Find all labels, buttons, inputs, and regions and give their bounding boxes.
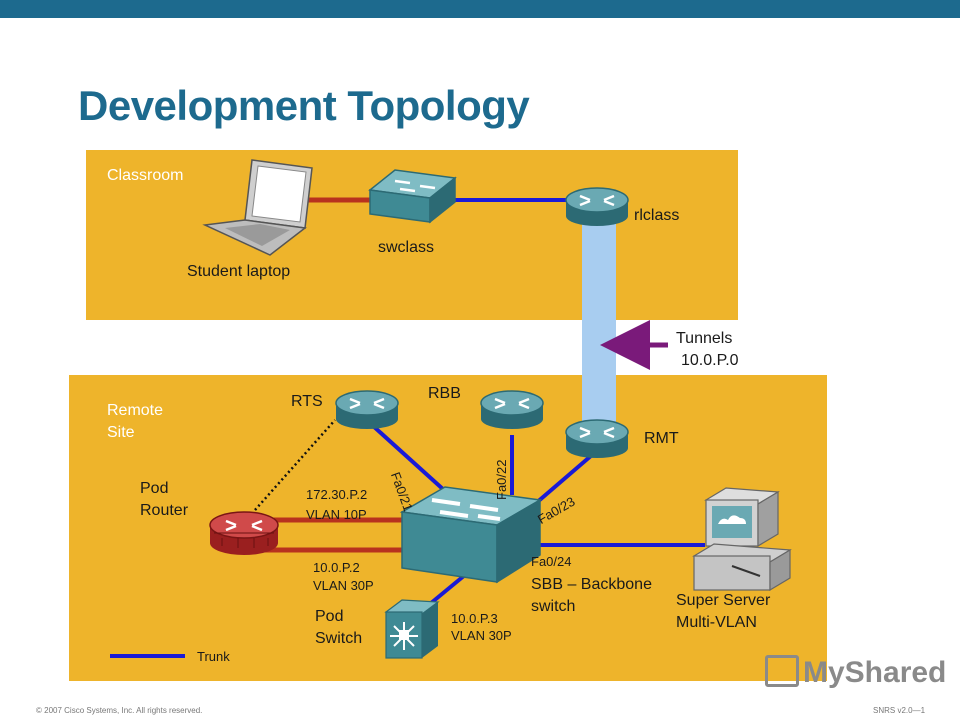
remote-site-label-line1: Remote	[107, 402, 164, 419]
vlan30-name-label: VLAN 30P	[313, 578, 374, 593]
pod-switch-label-line2: Switch	[315, 630, 363, 647]
tunnels-network-label: 10.0.P.0	[681, 352, 739, 369]
rmt-label: RMT	[644, 430, 679, 447]
top-bar	[0, 0, 960, 18]
rlclass-router-icon	[565, 187, 629, 226]
super-server-icon	[692, 487, 792, 592]
fa24-label: Fa0/24	[531, 554, 572, 569]
vlan30-ip-label: 10.0.P.2	[313, 560, 360, 575]
pod-router-label-line2: Router	[140, 502, 189, 519]
sbb-label-line2: switch	[531, 598, 576, 615]
pod-router-label-line1: Pod	[140, 480, 169, 497]
podswitch-vlan-label: VLAN 30P	[451, 628, 512, 643]
tunnels-label: Tunnels	[676, 330, 733, 347]
swclass-switch-icon	[368, 169, 457, 224]
rlclass-label: rlclass	[634, 207, 680, 224]
rts-label: RTS	[291, 393, 323, 410]
pod-switch-icon	[384, 599, 440, 659]
podswitch-ip-label: 10.0.P.3	[451, 611, 498, 626]
link-podrouter-rts-console	[254, 419, 336, 511]
tunnel-link	[582, 220, 616, 440]
rbb-label: RBB	[428, 385, 461, 402]
link-rts-sbb	[370, 423, 457, 502]
rts-router-icon	[335, 390, 399, 429]
vlan10-name-label: VLAN 10P	[306, 507, 367, 522]
laptop-icon	[202, 159, 313, 256]
watermark-text: MyShared	[803, 656, 947, 689]
rbb-router-icon	[480, 390, 544, 429]
page-title: Development Topology	[78, 82, 530, 129]
copyright-text: © 2007 Cisco Systems, Inc. All rights re…	[36, 706, 203, 715]
rmt-router-icon	[565, 419, 629, 458]
server-label-line2: Multi-VLAN	[676, 614, 757, 631]
fa22-label: Fa0/22	[494, 459, 509, 500]
swclass-label: swclass	[378, 239, 435, 256]
vlan10-ip-label: 172.30.P.2	[306, 487, 368, 502]
pod-switch-label-line1: Pod	[315, 608, 344, 625]
watermark-logo: MyShared	[765, 655, 947, 690]
classroom-label: Classroom	[107, 167, 184, 184]
legend-trunk-label: Trunk	[197, 649, 230, 664]
sbb-label-line1: SBB – Backbone	[531, 576, 652, 593]
remote-site-label-line2: Site	[107, 424, 135, 441]
watermark-logo-icon	[765, 655, 799, 688]
student-laptop-label: Student laptop	[187, 263, 291, 280]
pod-router-icon	[209, 511, 279, 555]
course-id-text: SNRS v2.0—1	[873, 706, 926, 715]
sbb-switch-icon	[399, 486, 543, 584]
server-label-line1: Super Server	[676, 592, 771, 609]
